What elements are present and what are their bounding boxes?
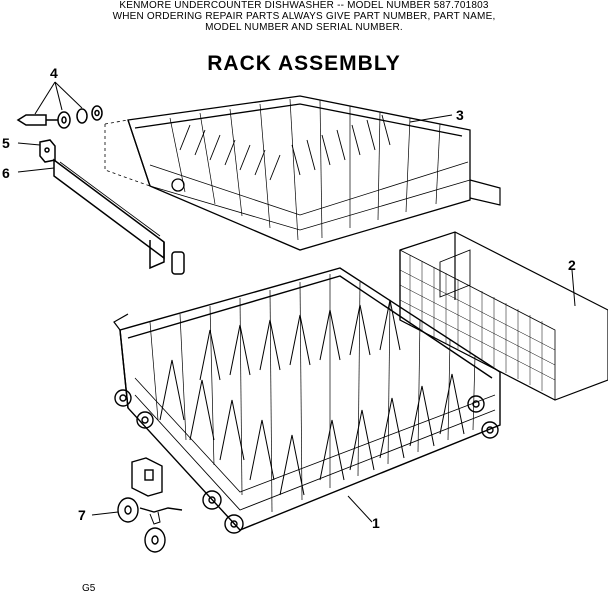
- part-2-silverware-basket: [399, 231, 608, 401]
- callout-4: 4: [50, 65, 58, 81]
- part-5-clip: [17, 139, 56, 163]
- callout-6: 6: [2, 165, 10, 181]
- callout-2: 2: [568, 257, 576, 273]
- callout-2-leader: [571, 269, 576, 307]
- lower-rack-wheels: [114, 389, 499, 534]
- diagram-title: RACK ASSEMBLY: [207, 52, 401, 75]
- header-line-1: KENMORE UNDERCOUNTER DISHWASHER -- MODEL…: [119, 0, 489, 11]
- callout-3: 3: [456, 107, 464, 123]
- header-line-3: MODEL NUMBER AND SERIAL NUMBER.: [205, 22, 403, 33]
- callout-7: 7: [78, 507, 86, 523]
- part-1-lower-rack: [113, 267, 501, 534]
- part-3-dashed-outline: [104, 119, 151, 187]
- figure-code: G5: [82, 583, 96, 594]
- callout-5: 5: [2, 135, 10, 151]
- header-line-2: WHEN ORDERING REPAIR PARTS ALWAYS GIVE P…: [112, 11, 496, 22]
- part-4-fasteners: [16, 105, 103, 129]
- callout-1-leader: [347, 495, 373, 523]
- part-3-upper-rack: [127, 95, 501, 251]
- part-7-wheel-bracket: [91, 457, 183, 553]
- callout-3-leader: [409, 114, 453, 123]
- part-6-rail: [17, 158, 185, 275]
- callout-4-leaders: [34, 81, 83, 115]
- callout-1: 1: [372, 515, 380, 531]
